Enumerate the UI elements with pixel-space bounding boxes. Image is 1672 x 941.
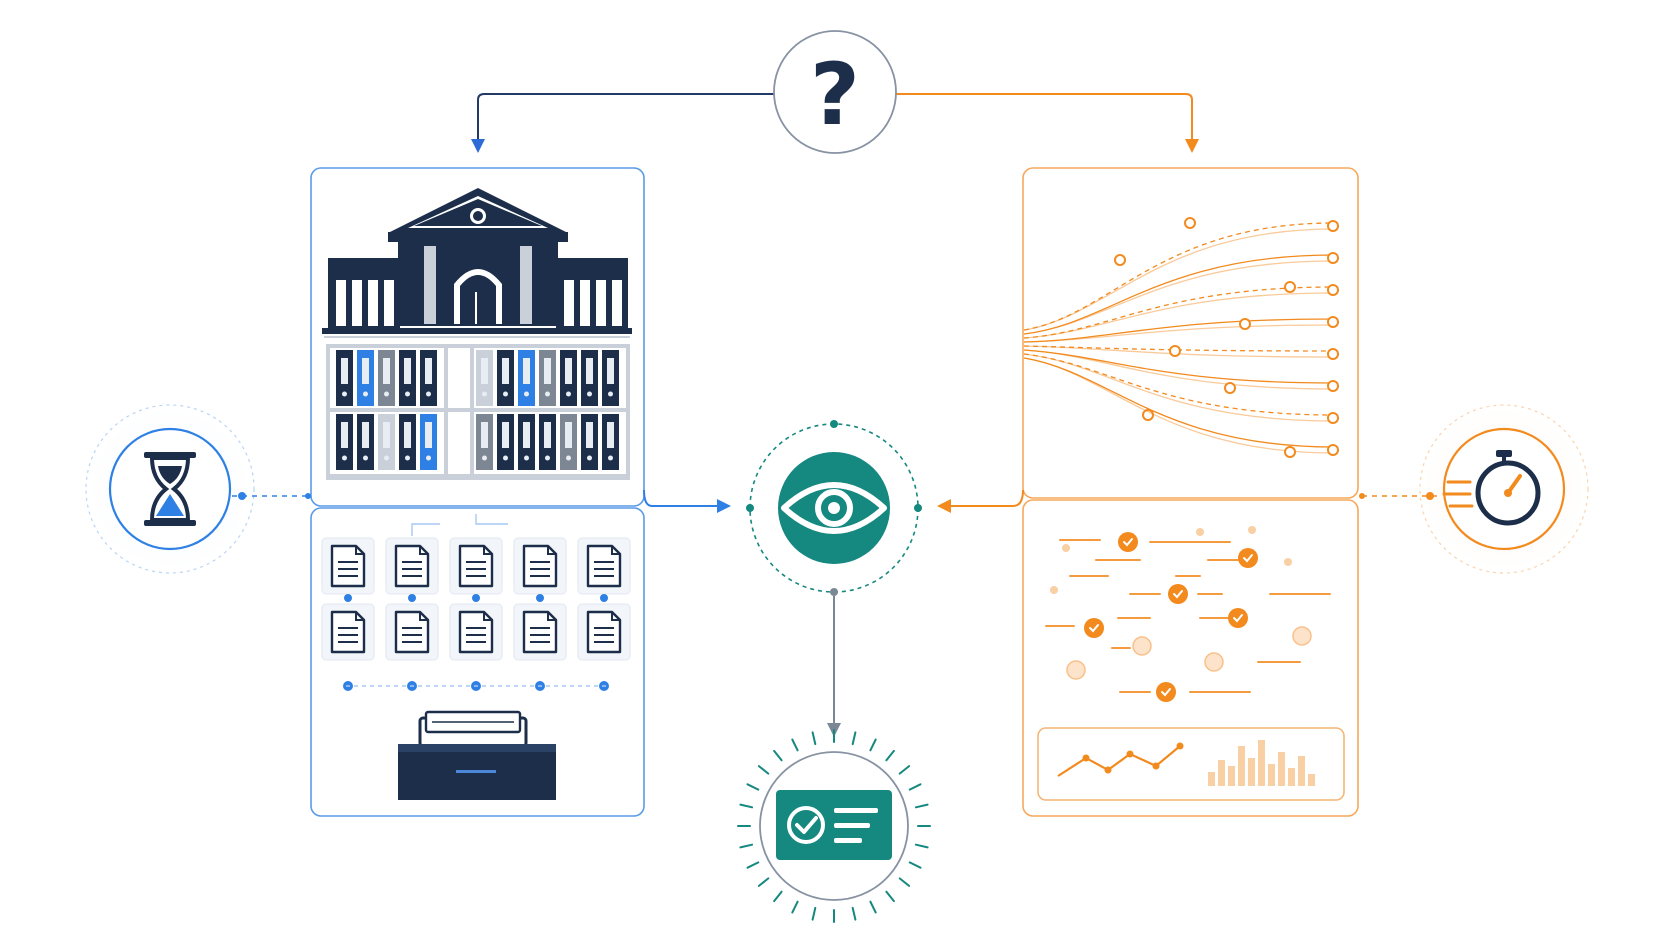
archive-building-icon <box>322 188 632 338</box>
task-dot <box>1228 608 1248 628</box>
document-grid-icon <box>321 514 631 691</box>
stopwatch-icon <box>1442 450 1541 526</box>
file-drawer-icon <box>398 710 556 800</box>
archive-shelves <box>326 344 630 480</box>
question-node: ? <box>773 30 897 154</box>
hourglass-icon <box>144 452 196 526</box>
connector-archive-to-eye <box>643 489 731 513</box>
connector-stream-to-eye <box>937 489 1024 513</box>
task-dot <box>1084 618 1104 638</box>
task-check-dots-icon <box>1045 526 1331 702</box>
task-dot <box>1156 682 1176 702</box>
connector-question-to-stream <box>896 93 1199 153</box>
eye-node <box>746 420 922 593</box>
mini-chart-icon <box>1037 727 1345 801</box>
task-dot <box>1066 660 1086 680</box>
connector-question-to-archive <box>471 93 774 153</box>
data-stream-icon <box>1023 217 1339 458</box>
hourglass-node <box>82 401 258 577</box>
task-dot <box>1292 626 1312 646</box>
stopwatch-node <box>1416 401 1592 577</box>
verified-node <box>737 729 931 923</box>
task-dot <box>1132 636 1152 656</box>
stream-panel <box>1022 167 1359 817</box>
task-dot <box>1204 652 1224 672</box>
task-dot <box>1168 584 1188 604</box>
top-connectors <box>471 93 1199 153</box>
eye-icon <box>781 482 887 534</box>
task-dot <box>1118 532 1138 552</box>
task-dot <box>1238 548 1258 568</box>
question-mark-icon: ? <box>810 45 860 145</box>
verified-card-icon <box>776 790 892 860</box>
